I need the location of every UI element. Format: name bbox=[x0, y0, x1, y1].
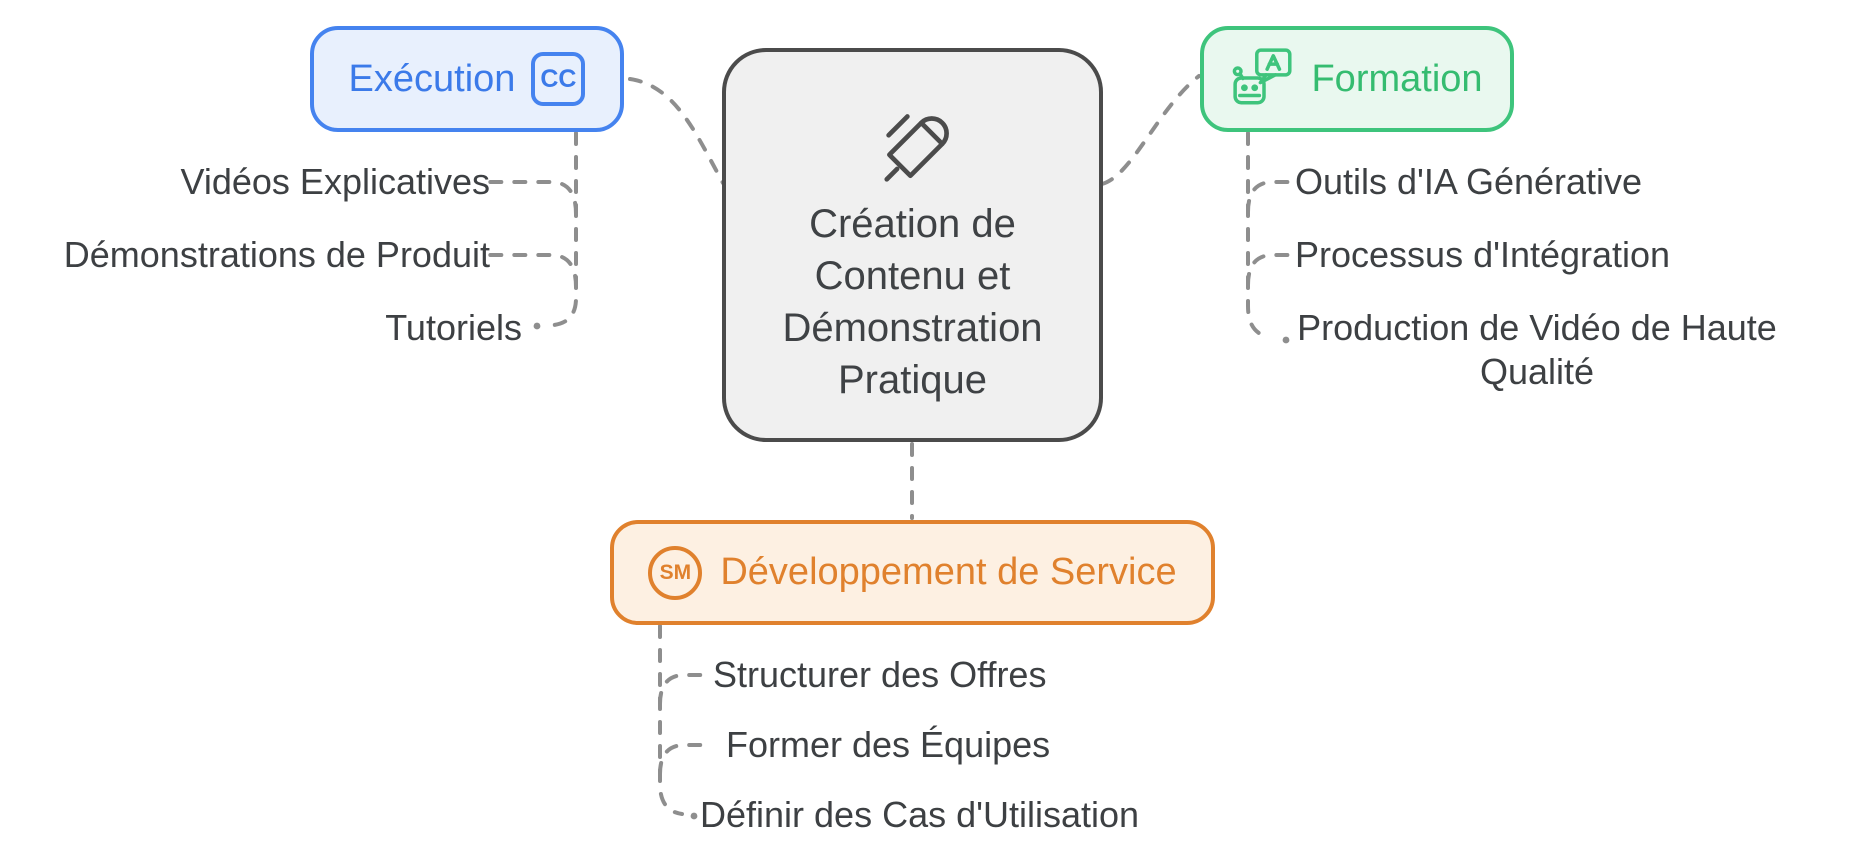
execution-label: Exécution bbox=[348, 57, 516, 100]
service-item-3[interactable]: Définir des Cas d'Utilisation bbox=[700, 794, 1140, 835]
execution-item1-stub bbox=[488, 180, 578, 216]
center-title-line: Pratique bbox=[838, 358, 987, 402]
center-title-line: Démonstration bbox=[782, 306, 1043, 350]
execution-item-3[interactable]: Tutoriels bbox=[385, 307, 522, 348]
formation-item2-stub bbox=[1246, 253, 1294, 287]
formation-label: Formation bbox=[1311, 57, 1483, 100]
execution-item2-stub bbox=[488, 253, 578, 289]
formation-item-2[interactable]: Processus d'Intégration bbox=[1295, 234, 1671, 275]
formation-item1-stub bbox=[1246, 180, 1294, 214]
execution-branch-line bbox=[552, 131, 578, 327]
service-item1-stub bbox=[658, 673, 705, 706]
formation-item-3[interactable]: Production de Vidéo de Haute Qualité bbox=[1297, 307, 1777, 392]
node-execution[interactable]: Exécution CC bbox=[310, 26, 624, 132]
branch-end-dot bbox=[690, 812, 698, 820]
service-item-2[interactable]: Former des Équipes bbox=[726, 724, 1051, 765]
center-title-line: Contenu et bbox=[814, 254, 1011, 298]
service-item-1[interactable]: Structurer des Offres bbox=[713, 654, 1047, 695]
node-formation[interactable]: Formation bbox=[1200, 26, 1514, 132]
branch-end-dot bbox=[1282, 336, 1290, 344]
node-service-development[interactable]: SM Développement de Service bbox=[610, 520, 1215, 625]
center-node-title: Création de Contenu et Démonstration Pra… bbox=[782, 198, 1042, 406]
center-title-line: Création de bbox=[809, 202, 1016, 246]
connector-execution-center bbox=[628, 77, 725, 185]
formation-branch-line bbox=[1246, 131, 1272, 339]
execution-item-1[interactable]: Vidéos Explicatives bbox=[180, 161, 491, 202]
service-branch-line bbox=[658, 624, 684, 816]
service-mark-icon: SM bbox=[648, 545, 703, 600]
pen-icon bbox=[883, 114, 949, 182]
execution-item-2[interactable]: Démonstrations de Produit bbox=[63, 234, 490, 275]
connector-center-formation bbox=[1100, 74, 1201, 186]
node-content-creation[interactable]: Création de Contenu et Démonstration Pra… bbox=[722, 48, 1103, 442]
service-item2-stub bbox=[658, 743, 705, 776]
closed-captions-icon: CC bbox=[531, 52, 586, 106]
branch-end-dot bbox=[533, 322, 541, 330]
service-label: Développement de Service bbox=[720, 551, 1177, 593]
formation-item-1[interactable]: Outils d'IA Générative bbox=[1295, 161, 1643, 202]
robot-chat-icon bbox=[1233, 48, 1293, 105]
